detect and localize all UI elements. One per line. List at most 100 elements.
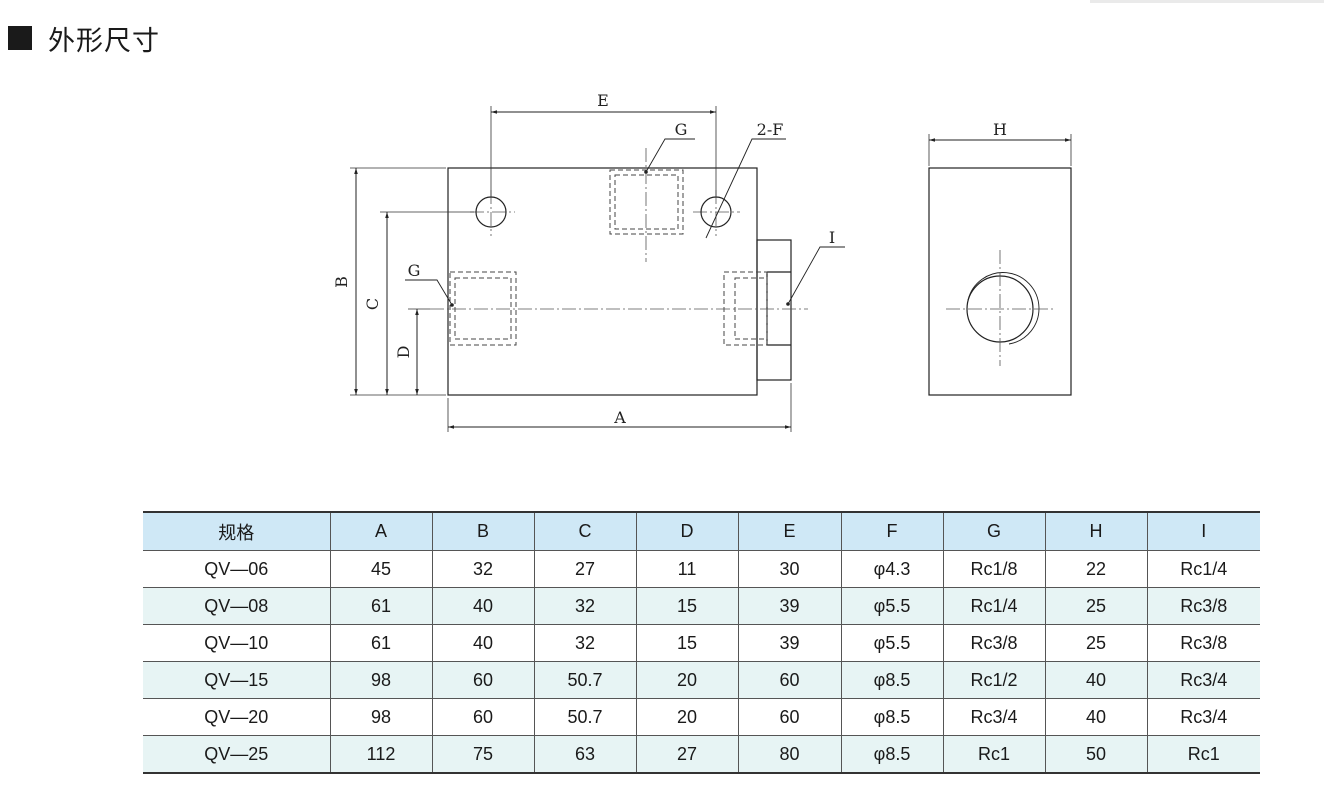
- table-cell: 32: [431, 550, 534, 588]
- table-cell: 61: [329, 624, 432, 662]
- table-cell: Rc1: [942, 735, 1045, 773]
- label-D: D: [394, 346, 413, 359]
- side-body-outline: [928, 167, 1072, 396]
- table-cell: 39: [737, 587, 841, 625]
- table-row: QV—10 61 40 32 15 39 φ5.5 Rc3/8 25 Rc3/8: [143, 624, 1260, 662]
- table-cell: Rc1/4: [942, 587, 1045, 625]
- table-row: QV—15 98 60 50.7 20 60 φ8.5 Rc1/2 40 Rc3…: [143, 661, 1260, 699]
- table-cell: Rc1/8: [942, 550, 1045, 588]
- front-view: [447, 167, 792, 396]
- side-boss-outline: [756, 239, 792, 381]
- table-cell: φ5.5: [840, 624, 943, 662]
- table-header-row: 规格 A B C D E F G H I: [143, 512, 1260, 551]
- label-I: I: [829, 228, 835, 247]
- table-cell: Rc3/4: [942, 698, 1045, 736]
- table-cell: 22: [1044, 550, 1147, 588]
- table-cell: 25: [1044, 624, 1147, 662]
- table-cell: φ8.5: [840, 735, 943, 773]
- label-2-F: 2-F: [757, 120, 784, 139]
- section-title: 外形尺寸: [48, 25, 160, 57]
- table-row: QV—08 61 40 32 15 39 φ5.5 Rc1/4 25 Rc3/8: [143, 587, 1260, 625]
- label-C: C: [363, 298, 382, 310]
- table-cell: 45: [329, 550, 432, 588]
- table-cell: 50.7: [533, 698, 636, 736]
- table-cell: 20: [635, 661, 738, 699]
- table-cell: 50: [1044, 735, 1147, 773]
- label-B: B: [332, 276, 351, 288]
- table-cell: QV—20: [143, 698, 330, 736]
- table-cell: 11: [635, 550, 738, 588]
- dimension-table: 规格 A B C D E F G H I QV—06 45 32 27 11 3…: [143, 511, 1260, 774]
- table-cell: QV—10: [143, 624, 330, 662]
- label-A: A: [613, 408, 626, 427]
- table-cell: 27: [533, 550, 636, 588]
- table-cell: 39: [737, 624, 841, 662]
- square-bullet-icon: [8, 26, 32, 50]
- table-cell: 32: [533, 624, 636, 662]
- mounting-hole-right: [700, 196, 732, 228]
- table-cell: Rc3/8: [1146, 587, 1260, 625]
- label-H: H: [993, 120, 1007, 139]
- table-cell: 60: [431, 661, 534, 699]
- table-cell: 60: [431, 698, 534, 736]
- thread-arc: [967, 272, 1040, 345]
- table-cell: 112: [329, 735, 432, 773]
- table-cell: QV—06: [143, 550, 330, 588]
- header-cell: F: [840, 512, 943, 551]
- table-cell: 98: [329, 661, 432, 699]
- table-cell: 50.7: [533, 661, 636, 699]
- header-cell: B: [431, 512, 534, 551]
- table-cell: 15: [635, 587, 738, 625]
- table-cell: Rc1: [1146, 735, 1260, 773]
- top-edge-line: [1090, 0, 1324, 3]
- table-cell: 25: [1044, 587, 1147, 625]
- table-cell: φ8.5: [840, 698, 943, 736]
- table-row: QV—06 45 32 27 11 30 φ4.3 Rc1/8 22 Rc1/4: [143, 550, 1260, 588]
- header-cell: I: [1146, 512, 1260, 551]
- table-cell: QV—08: [143, 587, 330, 625]
- table-cell: Rc3/4: [1146, 661, 1260, 699]
- label-G-top: G: [675, 120, 688, 139]
- table-cell: 15: [635, 624, 738, 662]
- mounting-holes: [475, 196, 732, 228]
- table-cell: 40: [431, 624, 534, 662]
- table-cell: 20: [635, 698, 738, 736]
- hidden-ports: [449, 169, 768, 346]
- label-E: E: [597, 91, 609, 110]
- table-cell: 60: [737, 661, 841, 699]
- valve-body-outline: [447, 167, 758, 396]
- table-row: QV—25 112 75 63 27 80 φ8.5 Rc1 50 Rc1: [143, 735, 1260, 773]
- table-cell: φ4.3: [840, 550, 943, 588]
- table-cell: φ8.5: [840, 661, 943, 699]
- table-cell: 98: [329, 698, 432, 736]
- table-cell: 63: [533, 735, 636, 773]
- header-cell: 规格: [143, 512, 330, 551]
- table-cell: 40: [431, 587, 534, 625]
- dimension-drawing: E G 2-F G I A B C D H: [332, 91, 1072, 432]
- table-cell: 27: [635, 735, 738, 773]
- table-cell: QV—15: [143, 661, 330, 699]
- header-cell: D: [635, 512, 738, 551]
- table-cell: Rc1/4: [1146, 550, 1260, 588]
- header-cell: E: [737, 512, 841, 551]
- table-cell: 61: [329, 587, 432, 625]
- table-cell: Rc3/8: [942, 624, 1045, 662]
- table-cell: Rc1/2: [942, 661, 1045, 699]
- table-cell: 75: [431, 735, 534, 773]
- table-cell: Rc3/4: [1146, 698, 1260, 736]
- table-cell: φ5.5: [840, 587, 943, 625]
- mounting-hole-left: [475, 196, 507, 228]
- leader-lines: [405, 138, 845, 306]
- table-cell: 32: [533, 587, 636, 625]
- table-cell: Rc3/8: [1146, 624, 1260, 662]
- section-heading: 外形尺寸: [8, 18, 160, 58]
- label-G-left: G: [408, 261, 421, 280]
- dimension-lines: [354, 110, 791, 429]
- header-cell: G: [942, 512, 1045, 551]
- table-cell: 40: [1044, 661, 1147, 699]
- table-cell: 40: [1044, 698, 1147, 736]
- table-cell: 80: [737, 735, 841, 773]
- table-row: QV—20 98 60 50.7 20 60 φ8.5 Rc3/4 40 Rc3…: [143, 698, 1260, 736]
- table-cell: QV—25: [143, 735, 330, 773]
- header-cell: A: [329, 512, 432, 551]
